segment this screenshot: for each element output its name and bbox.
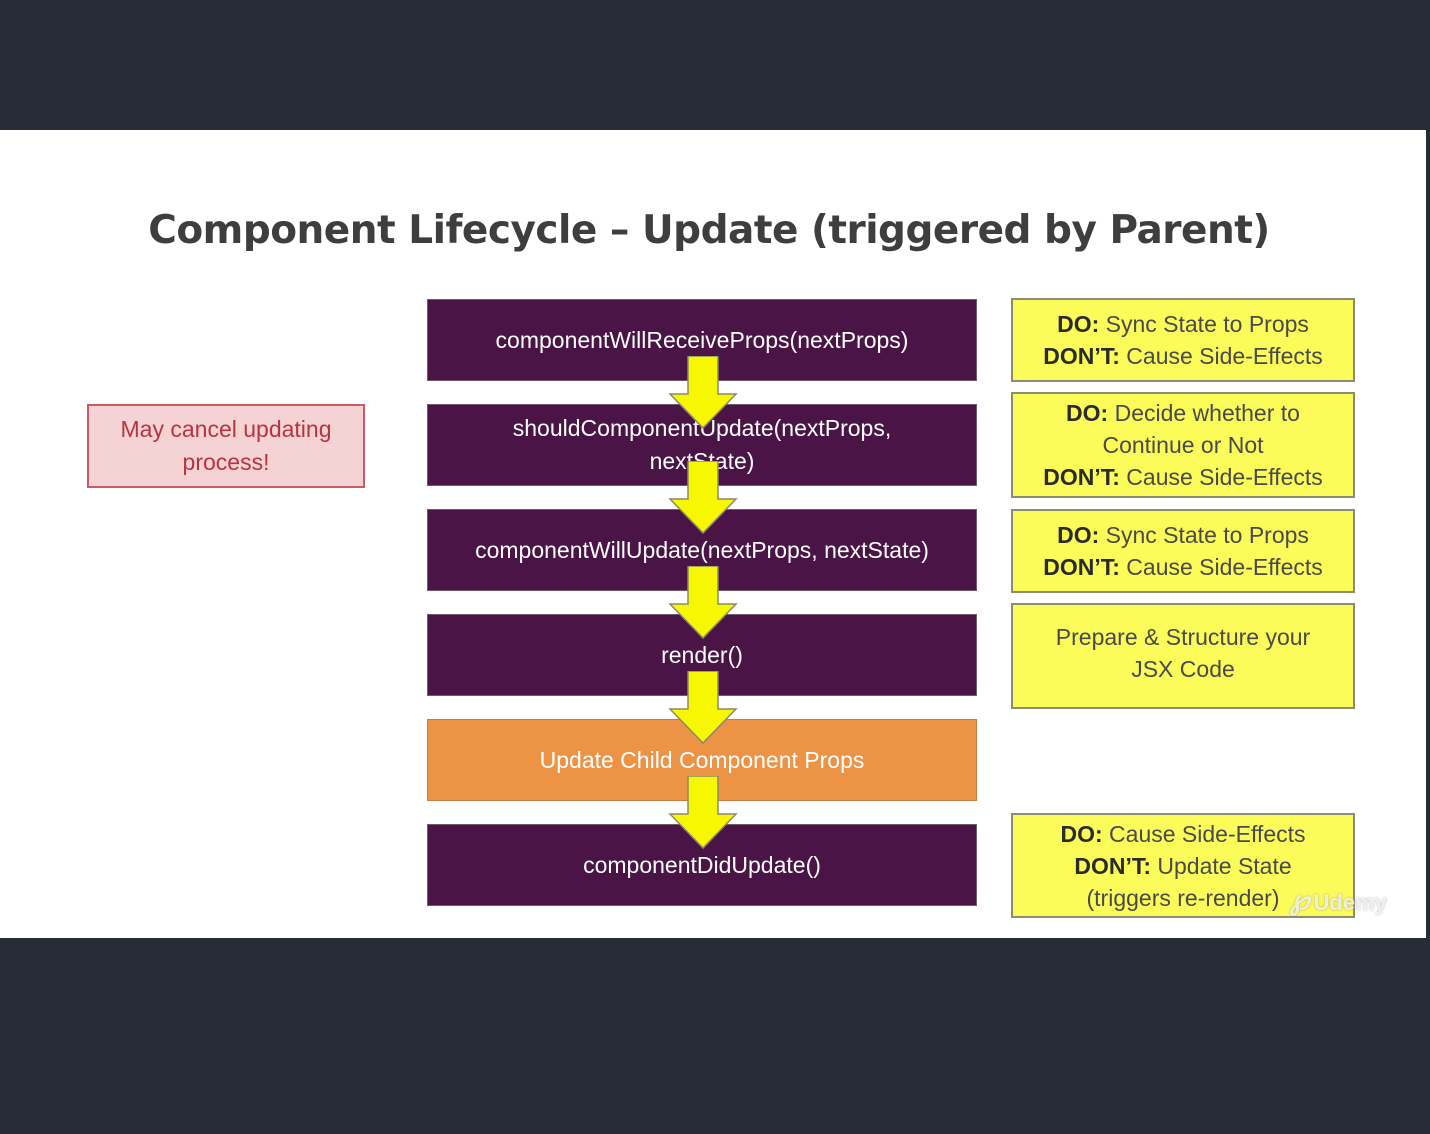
cancel-note: May cancel updating process! <box>87 404 365 488</box>
down-arrow-icon <box>668 776 738 850</box>
note-line: DO: Sync State to Props <box>1057 522 1309 548</box>
note-line: (triggers re-render) <box>1086 884 1280 911</box>
note-line: Prepare & Structure your <box>1055 624 1311 650</box>
note-will-receive-props: DO: Sync State to Props DON’T: Cause Sid… <box>1011 298 1355 382</box>
note-line: DO: Decide whether to <box>1066 400 1300 426</box>
udemy-logo-icon: ℘ <box>1290 884 1310 915</box>
down-arrow-icon <box>668 356 738 430</box>
note-line: DO: Cause Side-Effects <box>1060 820 1306 847</box>
note-line: DON’T: Cause Side-Effects <box>1043 464 1323 490</box>
note-line: DON’T: Cause Side-Effects <box>1043 343 1323 369</box>
note-will-update: DO: Sync State to Props DON’T: Cause Sid… <box>1011 509 1355 593</box>
udemy-watermark: ℘Udemy <box>1290 882 1420 918</box>
cancel-note-text: May cancel updating process! <box>120 416 332 475</box>
note-did-update: DO: Cause Side-Effects DON’T: Update Sta… <box>1011 813 1355 918</box>
slide-title: Component Lifecycle – Update (triggered … <box>148 208 1270 253</box>
note-render: Prepare & Structure your JSX Code <box>1011 603 1355 709</box>
watermark-text: Udemy <box>1313 890 1387 916</box>
note-line: DON’T: Cause Side-Effects <box>1043 554 1323 580</box>
step-label: componentDidUpdate() <box>583 851 821 878</box>
step-label: render() <box>661 641 743 668</box>
down-arrow-icon <box>668 461 738 535</box>
down-arrow-icon <box>668 566 738 640</box>
step-label: componentWillReceiveProps(nextProps) <box>495 326 909 353</box>
step-label: Update Child Component Props <box>539 746 865 773</box>
slide: Component Lifecycle – Update (triggered … <box>0 130 1426 938</box>
note-line: Continue or Not <box>1102 432 1264 458</box>
note-line: DON’T: Update State <box>1074 852 1292 879</box>
step-label: componentWillUpdate(nextProps, nextState… <box>475 536 929 563</box>
note-line: DO: Sync State to Props <box>1057 311 1309 337</box>
note-should-update: DO: Decide whether to Continue or Not DO… <box>1011 392 1355 498</box>
note-line: JSX Code <box>1131 656 1235 682</box>
down-arrow-icon <box>668 671 738 745</box>
